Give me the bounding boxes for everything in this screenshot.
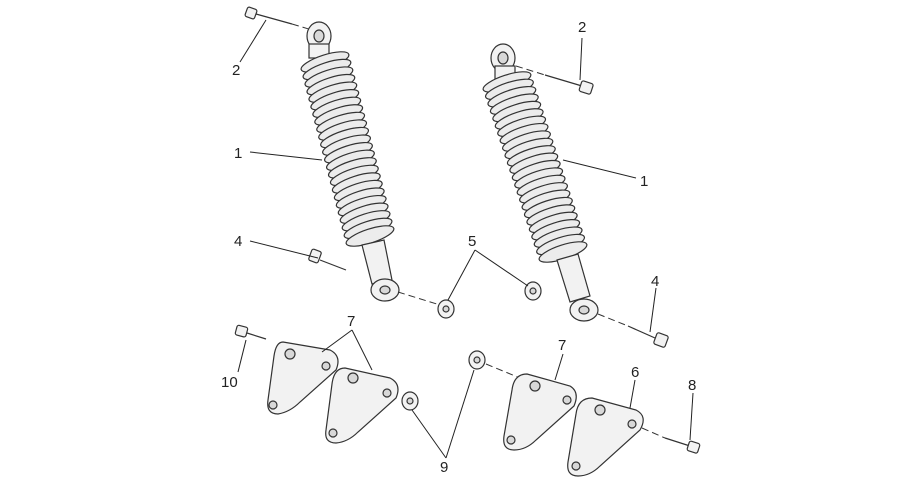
bolt-4-left — [308, 248, 347, 271]
nut-5-right — [524, 281, 542, 301]
callout-2-right: 2 — [578, 19, 586, 36]
bolt-4-right — [627, 325, 669, 348]
callout-5: 5 — [468, 233, 476, 250]
callout-9: 9 — [440, 459, 448, 476]
callout-4-right: 4 — [651, 273, 659, 290]
bracket-7-left-b — [325, 367, 399, 444]
left-shock-absorber — [244, 6, 441, 306]
callout-1-left: 1 — [234, 145, 242, 162]
bolt-top-right — [515, 65, 594, 95]
callout-7-left: 7 — [347, 313, 355, 330]
bracket-7-right — [503, 373, 577, 451]
nut-9-right — [468, 350, 521, 379]
left-top-eye — [306, 21, 332, 59]
callout-4-left: 4 — [234, 233, 242, 250]
left-lower-body — [361, 239, 441, 306]
callout-6: 6 — [631, 364, 639, 381]
bolt-8 — [664, 437, 701, 454]
callout-7-right: 7 — [558, 337, 566, 354]
right-shock-absorber — [482, 43, 629, 327]
leader-lines — [237, 19, 694, 459]
callout-1-right: 1 — [640, 173, 648, 190]
callout-8: 8 — [688, 377, 696, 394]
callout-10: 10 — [221, 374, 238, 391]
bolt-10 — [234, 324, 267, 340]
left-spring — [300, 51, 395, 247]
bolt-top-left — [244, 6, 313, 31]
bracket-6 — [567, 397, 666, 477]
nut-9-left — [401, 391, 419, 411]
callout-2-left: 2 — [232, 62, 240, 79]
right-lower-body — [556, 253, 629, 327]
nut-5-left — [437, 299, 455, 319]
right-spring — [482, 71, 588, 263]
callout-labels: 2 2 1 1 4 4 5 7 7 6 8 10 9 — [221, 19, 696, 476]
bracket-7-left-a — [267, 341, 339, 415]
